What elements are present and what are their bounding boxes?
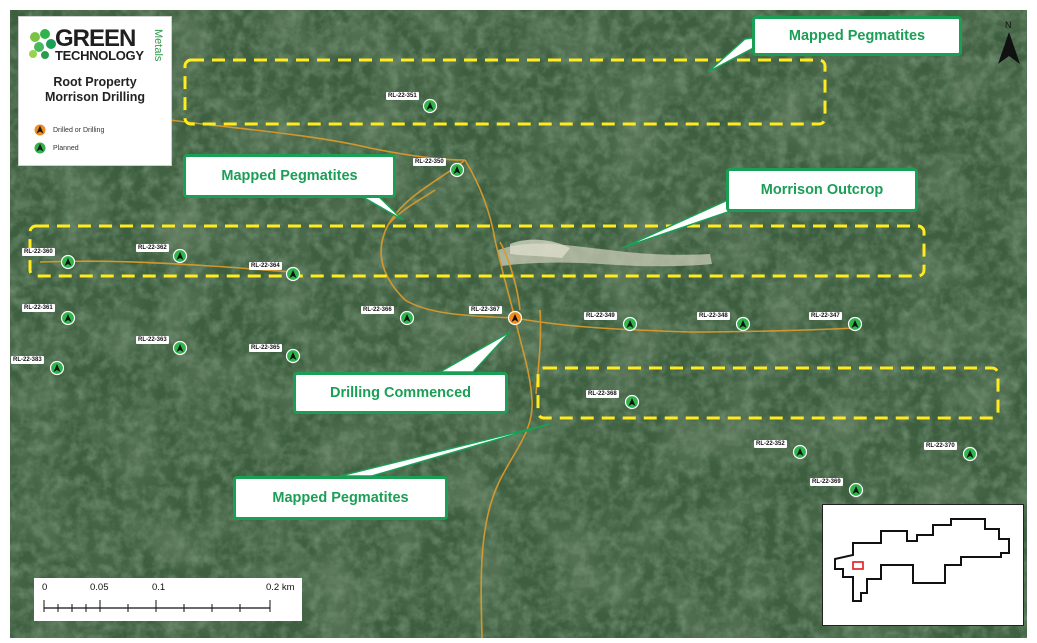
drill-hole-rl-22-364[interactable] xyxy=(285,266,301,282)
drill-hole-rl-22-361[interactable] xyxy=(60,310,76,326)
scale-bar: 0 0.05 0.1 0.2 km xyxy=(34,578,302,621)
svg-text:N: N xyxy=(1005,20,1012,30)
drill-hole-label: RL-22-368 xyxy=(586,390,619,398)
callout-mapped-pegmatites-south: Mapped Pegmatites xyxy=(233,476,448,520)
callout-drilling-commenced: Drilling Commenced xyxy=(293,372,508,414)
drill-hole-rl-22-383[interactable] xyxy=(49,360,65,376)
drilled-marker-icon xyxy=(33,123,47,137)
drill-hole-label: RL-22-367 xyxy=(469,306,502,314)
drill-hole-rl-22-360[interactable] xyxy=(60,254,76,270)
logo-word-technology: TECHNOLOGY xyxy=(55,48,144,63)
scale-tick-3: 0.2 km xyxy=(266,582,295,593)
drill-hole-label: RL-22-370 xyxy=(924,442,957,450)
legend-label-drilled: Drilled or Drilling xyxy=(53,127,105,134)
company-logo: GREEN TECHNOLOGY Metals xyxy=(27,25,165,65)
drill-hole-rl-22-367[interactable] xyxy=(507,310,523,326)
drill-hole-label: RL-22-347 xyxy=(809,312,842,320)
legend-title: Root Property Morrison Drilling xyxy=(19,75,171,105)
drill-hole-label: RL-22-348 xyxy=(697,312,730,320)
legend-panel: GREEN TECHNOLOGY Metals Root Property Mo… xyxy=(18,16,172,166)
drill-hole-label: RL-22-383 xyxy=(11,356,44,364)
drill-hole-rl-22-363[interactable] xyxy=(172,340,188,356)
north-arrow-icon: N xyxy=(998,20,1020,64)
drill-hole-rl-22-352[interactable] xyxy=(792,444,808,460)
drill-holes-layer xyxy=(49,98,978,498)
logo-word-metals: Metals xyxy=(152,29,164,62)
drill-hole-label: RL-22-364 xyxy=(249,262,282,270)
pegmatite-zone-north xyxy=(183,58,827,126)
drill-hole-label: RL-22-369 xyxy=(810,478,843,486)
callout-mapped-pegmatites-west: Mapped Pegmatites xyxy=(183,154,396,198)
scale-bar-ruler xyxy=(43,600,271,612)
callout-morrison-outcrop: Morrison Outcrop xyxy=(726,168,918,212)
drill-hole-label: RL-22-360 xyxy=(22,248,55,256)
drill-hole-label: RL-22-361 xyxy=(22,304,55,312)
location-inset-map xyxy=(822,504,1024,626)
logo-word-green: GREEN xyxy=(55,25,136,52)
callout-mapped-pegmatites-north: Mapped Pegmatites xyxy=(752,16,962,56)
drill-hole-rl-22-350[interactable] xyxy=(449,162,465,178)
scale-tick-0: 0 xyxy=(42,582,48,593)
legend-item-drilled: Drilled or Drilling xyxy=(33,123,105,137)
drill-hole-rl-22-370[interactable] xyxy=(962,446,978,462)
drill-hole-rl-22-366[interactable] xyxy=(399,310,415,326)
north-arrow: N xyxy=(996,18,1022,68)
scale-tick-1: 0.05 xyxy=(90,582,109,593)
property-outline xyxy=(834,518,1010,602)
drill-hole-label: RL-22-352 xyxy=(754,440,787,448)
drill-hole-label: RL-22-349 xyxy=(584,312,617,320)
legend-item-planned: Planned xyxy=(33,141,79,155)
inset-location-box xyxy=(852,561,864,570)
drill-hole-label: RL-22-362 xyxy=(136,244,169,252)
drill-hole-label: RL-22-365 xyxy=(249,344,282,352)
scale-tick-2: 0.1 xyxy=(152,582,166,593)
legend-title-line2: Morrison Drilling xyxy=(45,90,145,104)
drill-hole-rl-22-348[interactable] xyxy=(735,316,751,332)
drill-hole-rl-22-351[interactable] xyxy=(422,98,438,114)
drill-hole-rl-22-365[interactable] xyxy=(285,348,301,364)
drill-hole-rl-22-369[interactable] xyxy=(848,482,864,498)
drill-hole-label: RL-22-350 xyxy=(413,158,446,166)
drill-hole-rl-22-362[interactable] xyxy=(172,248,188,264)
drill-hole-label: RL-22-351 xyxy=(386,92,419,100)
drill-hole-rl-22-349[interactable] xyxy=(622,316,638,332)
planned-marker-icon xyxy=(33,141,47,155)
outcrop-clearing xyxy=(498,239,712,267)
legend-label-planned: Planned xyxy=(53,145,79,152)
drill-hole-rl-22-347[interactable] xyxy=(847,316,863,332)
drill-hole-label: RL-22-366 xyxy=(361,306,394,314)
logo-cluster-icon xyxy=(29,29,56,59)
legend-title-line1: Root Property xyxy=(53,75,137,89)
drill-hole-rl-22-368[interactable] xyxy=(624,394,640,410)
drill-hole-label: RL-22-363 xyxy=(136,336,169,344)
